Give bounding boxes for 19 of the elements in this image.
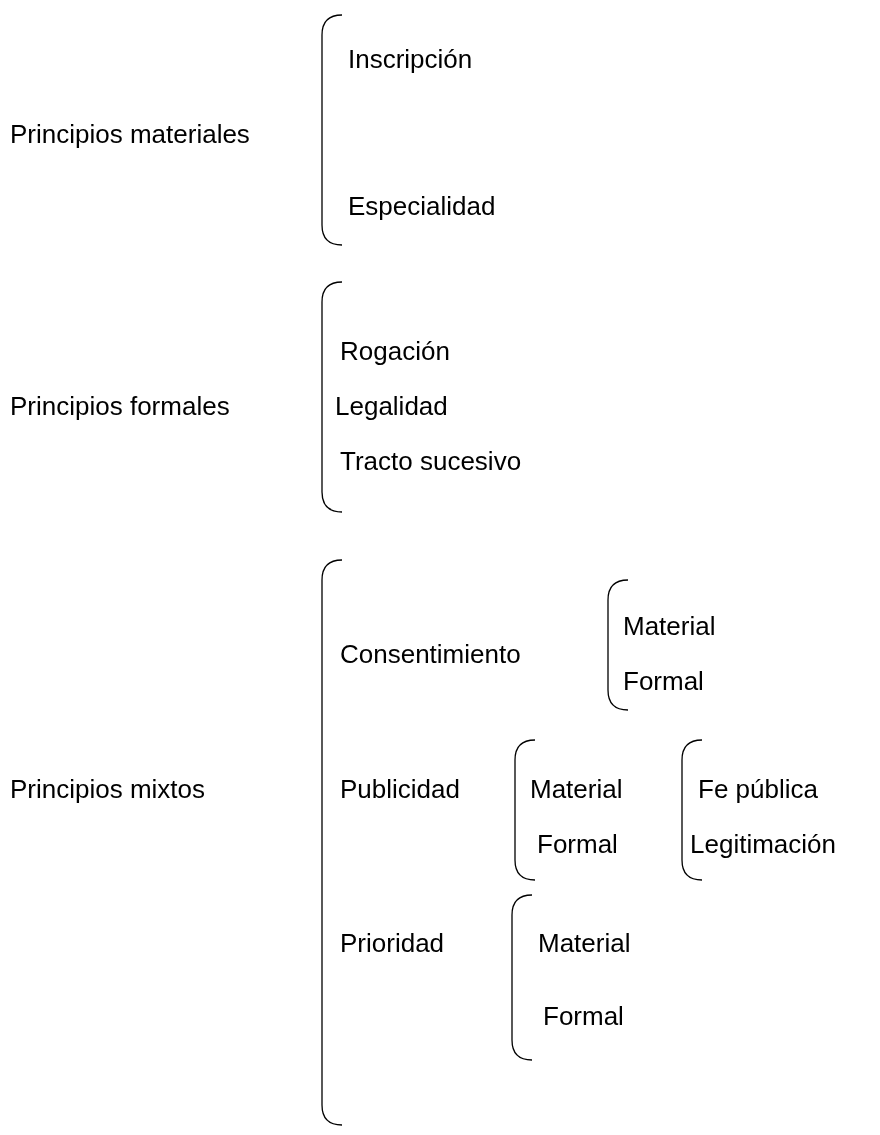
label-text: Formal (543, 1001, 624, 1033)
label-text: Material (530, 774, 623, 806)
label-text: Legitimación (690, 829, 836, 861)
label-text: Prioridad (340, 928, 445, 960)
label-text: Principios formales (10, 391, 230, 423)
label-text: Principios mixtos (10, 774, 206, 806)
label-text: Material (623, 611, 716, 643)
label-text: Principios materiales (10, 119, 250, 151)
label-text: Inscripción (348, 44, 473, 76)
label-text: Formal (537, 829, 618, 861)
label-text: Legalidad (335, 391, 448, 423)
label-text: Publicidad (340, 774, 460, 806)
label-text: Especialidad (348, 191, 496, 223)
label-text: Consentimiento (340, 639, 521, 671)
label-text: Formal (623, 666, 704, 698)
label-text: Rogación (340, 336, 450, 368)
label-text: Fe pública (698, 774, 818, 806)
label-text: Material (538, 928, 631, 960)
label-text: Tracto sucesivo (340, 446, 522, 478)
